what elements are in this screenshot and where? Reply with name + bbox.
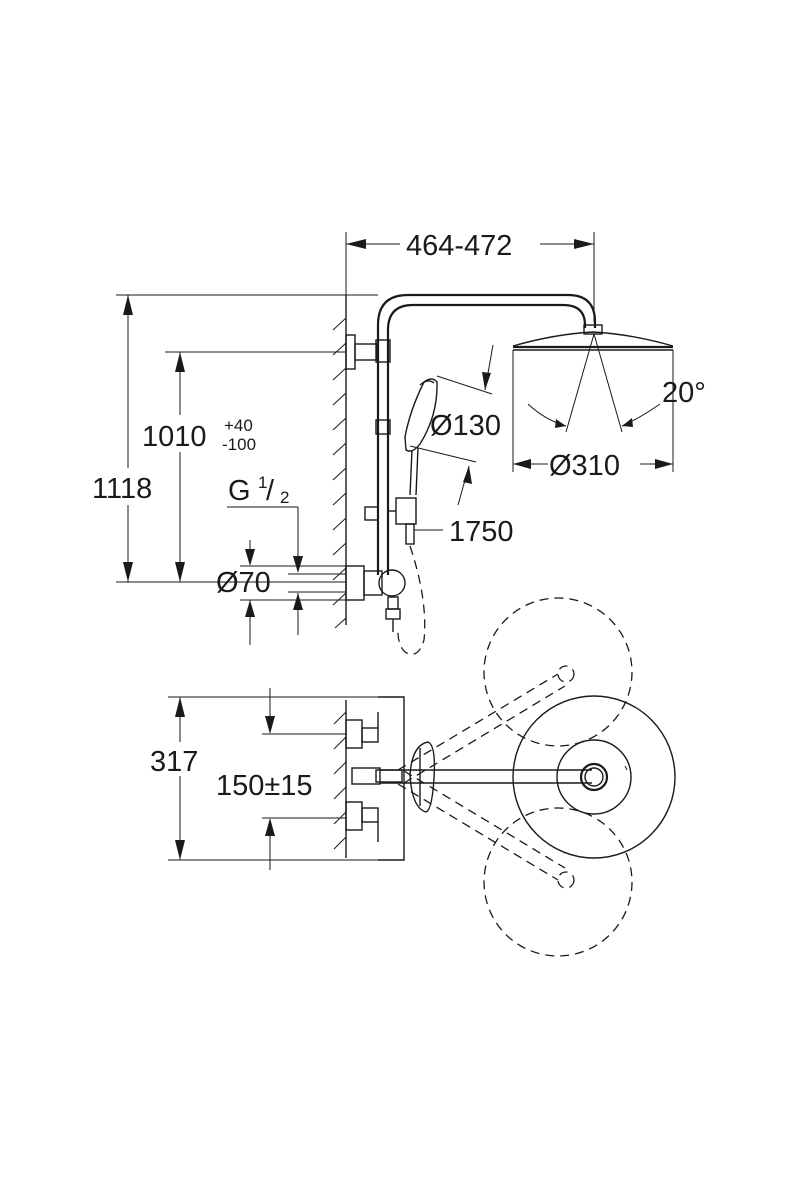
head-shower (512, 324, 674, 351)
slider-holder (364, 497, 417, 525)
flange-diameter-dimension: Ø70 (216, 540, 346, 645)
head-diameter-dimension: Ø310 (512, 350, 674, 482)
wall-bracket (345, 334, 378, 370)
tilt-angle-indicator: 20° (527, 333, 706, 433)
depth-dimension: 317 (150, 696, 404, 861)
hose: 1750 (397, 516, 514, 655)
thread-slash: / (266, 475, 275, 507)
thermostat-mixer-plan (345, 696, 405, 861)
wall (332, 295, 347, 629)
head-diameter-label: Ø310 (549, 450, 620, 482)
thread-size-dimension: G 1 / 2 (227, 473, 346, 635)
thread-numerator: 1 (258, 473, 267, 492)
top-plan-view: 317 150±15 (150, 597, 676, 957)
hand-shower-plan (409, 741, 436, 813)
inlet-spacing-dimension: 150±15 (216, 688, 346, 870)
flange-diameter-label: Ø70 (216, 567, 271, 599)
side-elevation-view: 20° Ø310 464-472 (92, 230, 706, 655)
riser-pipe (375, 339, 391, 575)
thread-prefix-label: G (228, 475, 251, 507)
depth-label: 317 (150, 746, 198, 778)
swing-positions (397, 597, 633, 957)
overall-height-label: 1118 (92, 473, 152, 505)
wall-plan (333, 700, 347, 858)
outlet-height-tolerance-plus: +40 (224, 416, 253, 435)
thread-denominator: 2 (280, 488, 289, 507)
hand-shower (404, 378, 438, 496)
hand-shower-diameter-label: Ø130 (430, 410, 501, 442)
overall-height-dimension: 1118 (92, 294, 378, 583)
outlet-height-label: 1010 (142, 421, 207, 453)
outlet-height-dimension: 1010 +40 -100 (142, 351, 346, 582)
hand-shower-diameter-dimension: Ø130 (409, 344, 501, 506)
tilt-angle-label: 20° (662, 377, 706, 409)
inlet-spacing-label: 150±15 (216, 770, 313, 802)
shower-arm (376, 293, 597, 345)
shower-arm-plan (380, 769, 592, 784)
thermostat-mixer (345, 565, 406, 632)
arm-reach-dimension: 464-472 (345, 230, 595, 322)
head-shower-plan (512, 695, 676, 859)
hose-length-label: 1750 (449, 516, 514, 548)
outlet-height-tolerance-minus: -100 (222, 435, 256, 454)
arm-reach-label: 464-472 (406, 230, 512, 262)
